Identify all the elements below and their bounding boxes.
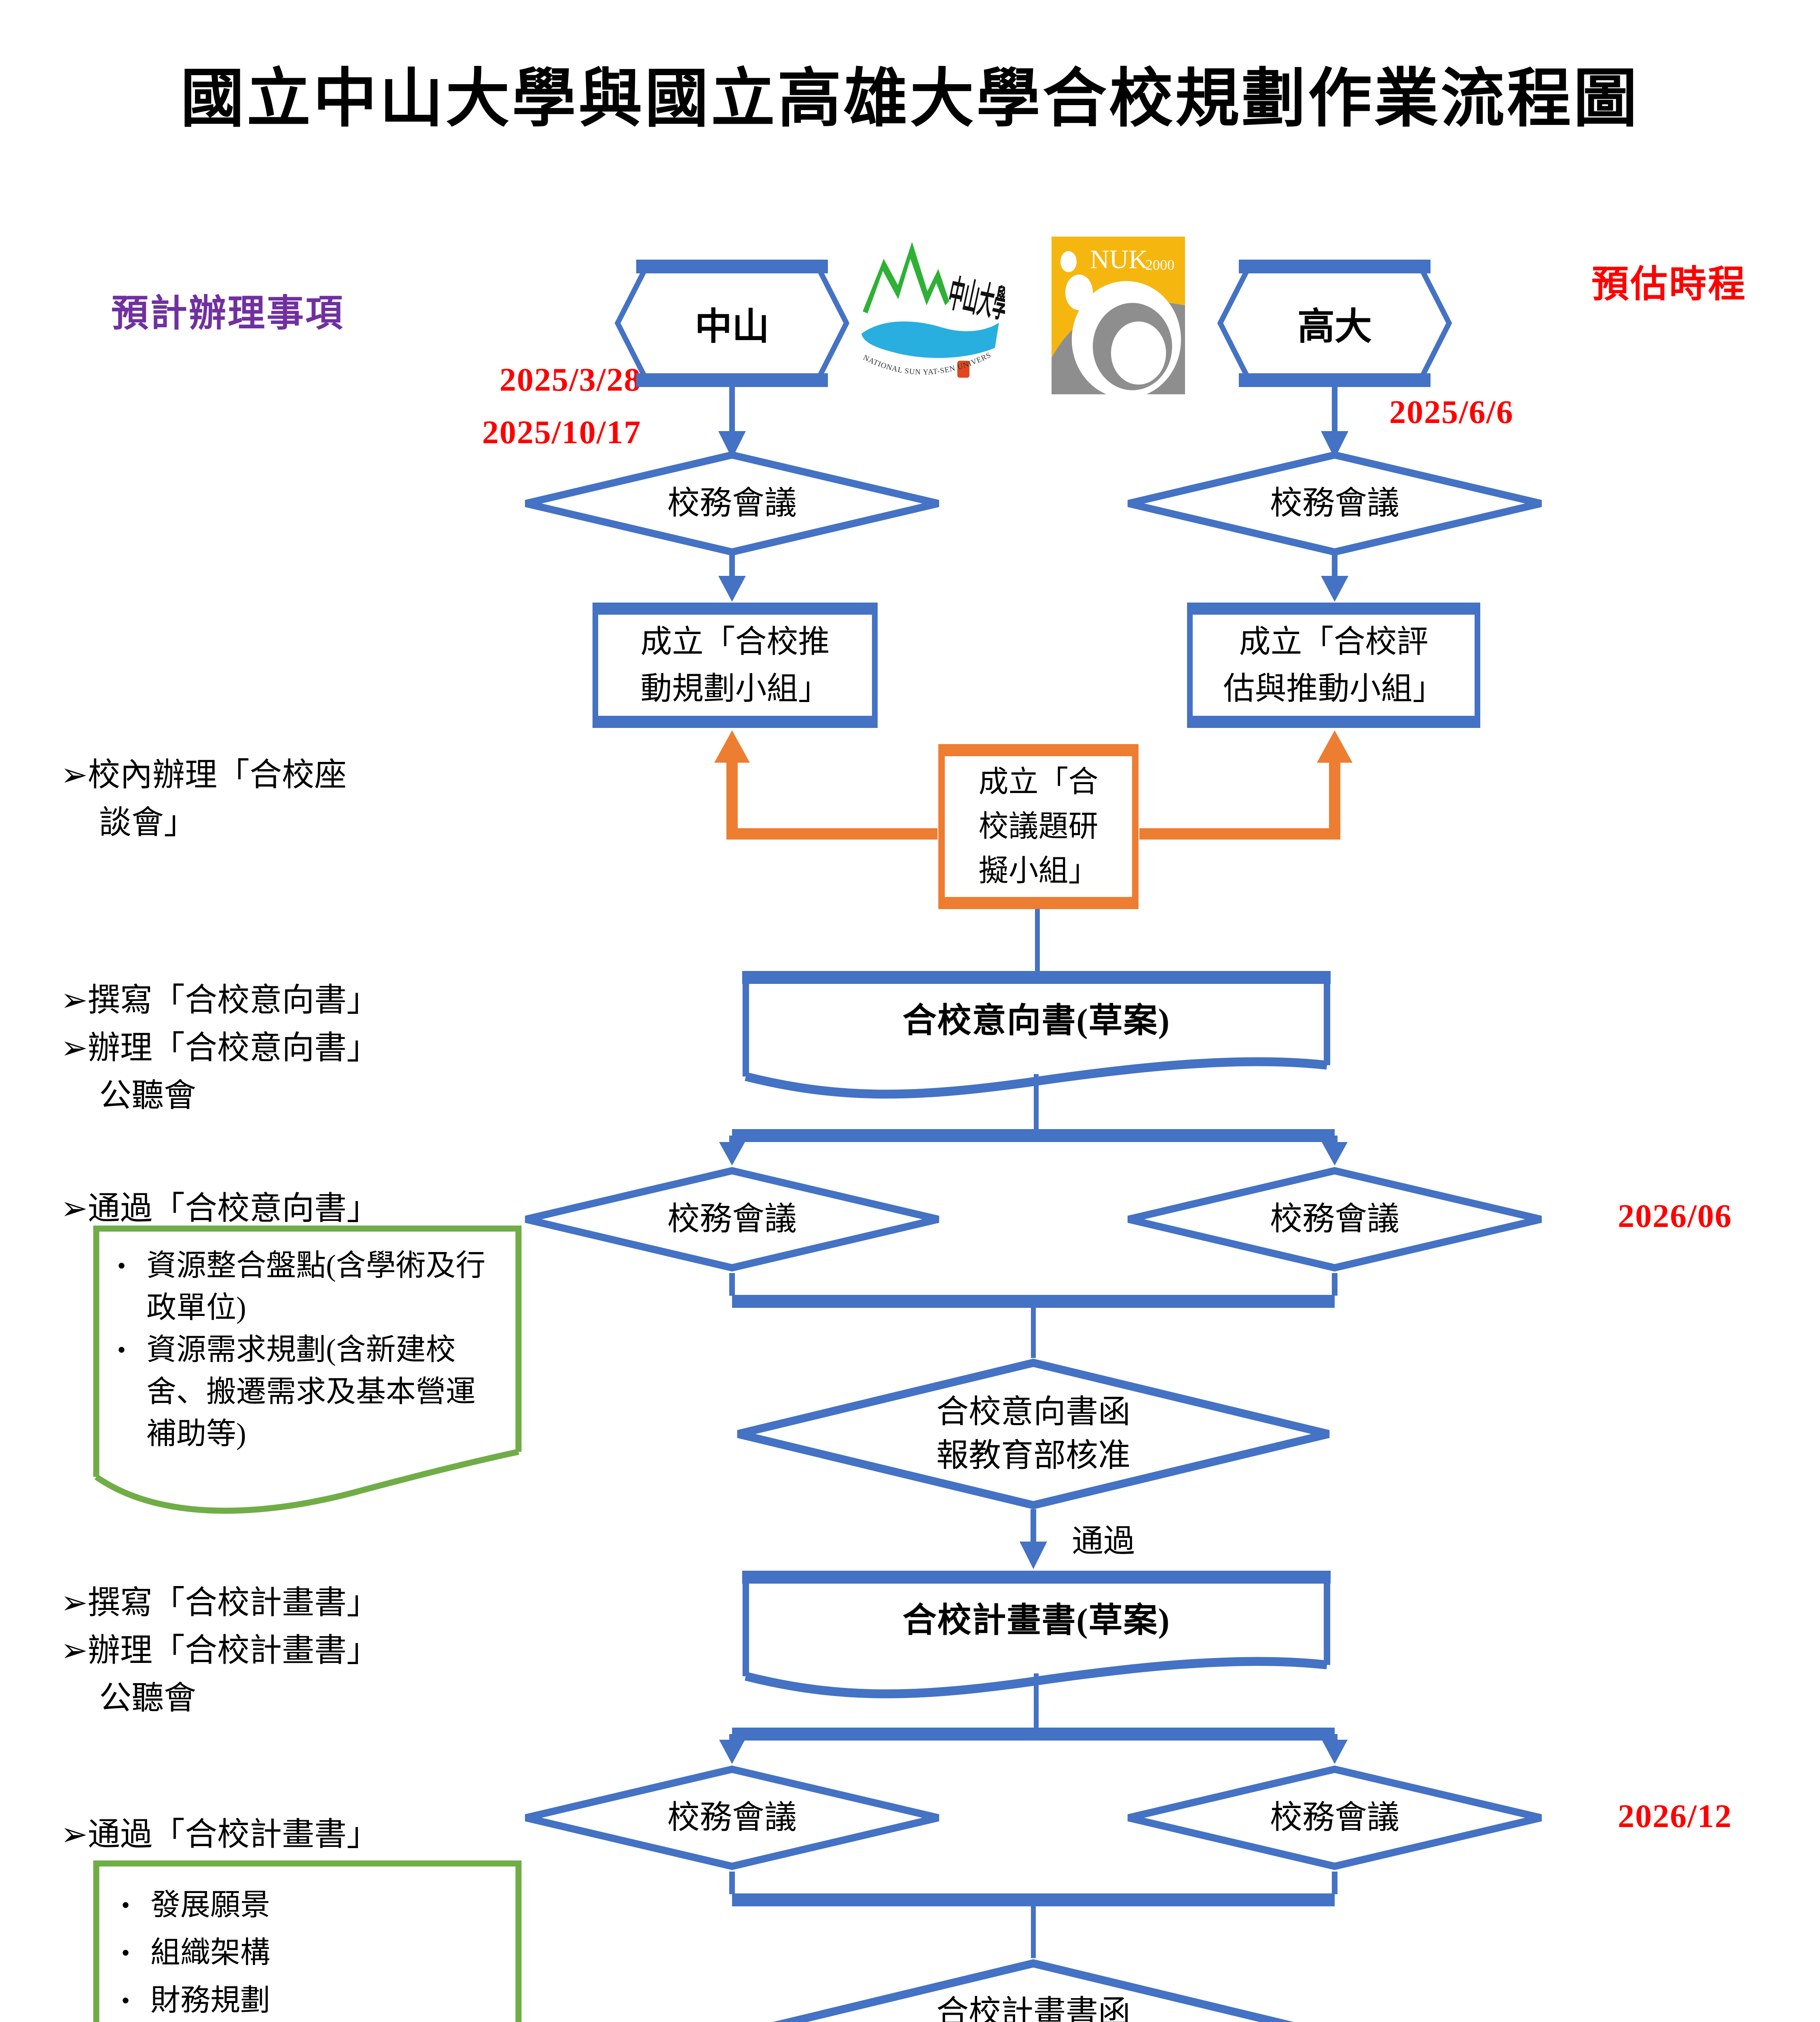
annotation-forum: ➢校內辦理「合校座 談會」 [61,751,347,847]
bullet-icon: • [117,1337,126,1363]
nuk-logo-dot-small [1060,251,1077,272]
diamond-council-nsysu-1: 校務會議 [522,451,942,556]
date-nuk: 2025/6/6 [1389,393,1514,430]
rect-nsysu-committee: 成立「合校推 動規劃小組」 [593,603,878,728]
green-list-2: •發展願景 •組織架構 •財務規劃 •員額配置 •空間規劃 •教職員生權益 •經… [121,1881,506,2022]
legend-estimated-schedule: 預估時程 [1591,264,1747,305]
rect-line: 成立「合校推 [640,624,830,659]
banner-label: 合校意向書(草案) [902,1002,1170,1040]
bullet-icon: • [121,1987,130,2014]
diamond-line: 報教育部核准 [936,1438,1130,1474]
banner-plan-draft: 合校計畫書(草案) [742,1570,1331,1704]
diamond-label: 校務會議 [667,1800,797,1836]
annotation-line: ➢撰寫「合校意向書」 [61,983,379,1018]
orange-arrow-issueteam-to-right-committee [1139,730,1352,840]
diamond-label: 校務會議 [667,486,797,521]
annotation-plan-pass: ➢通過「合校計畫書」 [61,1817,379,1853]
nsysu-logo-wave [861,321,999,358]
rect-line: 擬小組」 [978,854,1098,888]
diamond-line: 合校計畫書函 [936,1995,1130,2022]
rect-line: 估與推動小組」 [1223,671,1444,706]
nuk-logo-ring-inner [1111,321,1166,385]
nuk-logo: NUK 2000 [1052,237,1185,398]
arrow-review1-to-plan [1020,1509,1047,1569]
diamond-mou-moe-review: 合校意向書函 報教育部核准 [734,1359,1333,1509]
pass-label-1: 通過 [1072,1523,1135,1559]
bullet-icon: • [117,1252,126,1279]
merge-councils2-to-review1 [729,1273,1337,1358]
date-nsysu-2: 2025/10/17 [482,414,641,451]
diamond-label: 校務會議 [667,1201,797,1237]
green-box-mou-contents: •資源整合盤點(含學術及行政單位) •資源需求規劃(含新建校舍、搬遷需求及基本營… [93,1225,522,1525]
rect-line: 動規劃小組」 [640,671,830,706]
annotation-plan-tasks: ➢撰寫「合校計畫書」 ➢辦理「合校計畫書」 公聽會 [61,1579,379,1722]
diamond-council-nsysu-2: 校務會議 [522,1167,942,1272]
list-item: •發展願景 [121,1881,506,1929]
hexagon-nsysu: 中山 [613,260,851,387]
split-mou-to-councils [719,1074,1348,1165]
rect-line: 校議題研 [978,810,1098,843]
list-item: •財務規劃 [121,1977,506,2022]
annotation-line: ➢撰寫「合校計畫書」 [61,1585,379,1621]
diamond-line: 合校意向書函 [936,1394,1130,1430]
rect-nuk-committee: 成立「合校評 估與推動小組」 [1187,603,1480,728]
date-nsysu-1: 2025/3/28 [499,361,641,398]
arrow-nuk-to-council1 [1321,386,1348,459]
green-list-1: •資源整合盤點(含學術及行政單位) •資源需求規劃(含新建校舍、搬遷需求及基本營… [117,1245,502,1455]
annotation-line: ➢校內辦理「合校座 [61,757,347,793]
hexagon-nsysu-label: 中山 [694,306,769,347]
merge-councils3-to-review2 [729,1872,1337,1958]
diamond-council-nuk-2: 校務會議 [1124,1167,1545,1272]
arrow-council1-to-committee-right [1321,555,1348,602]
annotation-line: ➢辦理「合校意向書」 [61,1030,379,1066]
arrow-nsysu-to-council1 [718,386,746,459]
orange-arrow-issueteam-to-left-committee [714,730,938,840]
diamond-council-nuk-1: 校務會議 [1124,451,1545,556]
banner-mou-draft: 合校意向書(草案) [742,971,1331,1104]
hexagon-nuk-label: 高大 [1297,306,1372,347]
diamond-council-nuk-3: 校務會議 [1124,1765,1545,1870]
nuk-logo-text: NUK [1090,245,1148,274]
page-title: 國立中山大學與國立高雄大學合校規劃作業流程圖 [180,64,1640,135]
annotation-line: 談會」 [99,805,196,841]
diamond-label: 校務會議 [1270,1800,1399,1836]
rect-line: 成立「合 [978,766,1098,799]
list-item: •資源整合盤點(含學術及行政單位) [117,1245,502,1329]
annotation-line: 公聽會 [99,1681,196,1716]
rect-line: 成立「合校評 [1239,624,1428,659]
bullet-icon: • [121,1892,130,1918]
split-plan-to-councils [719,1673,1348,1764]
annotation-mou-pass: ➢通過「合校意向書」 [61,1191,379,1227]
annotation-mou-tasks: ➢撰寫「合校意向書」 ➢辦理「合校意向書」 公聽會 [61,977,379,1120]
annotation-line: ➢辦理「合校計畫書」 [61,1633,379,1669]
diamond-label: 校務會議 [1270,486,1399,521]
banner-label: 合校計畫書(草案) [902,1602,1170,1639]
bullet-icon: • [121,1940,130,1966]
nuk-logo-year: 2000 [1145,257,1175,273]
nsysu-logo-script: 中山大學 [945,273,1005,326]
green-box-plan-contents: •發展願景 •組織架構 •財務規劃 •員額配置 •空間規劃 •教職員生權益 •經… [93,1860,522,2022]
nsysu-logo: 中山大學 NATIONAL SUN YAT-SEN UNIVERSITY [853,224,1013,392]
annotation-line: 公聽會 [99,1078,196,1114]
rect-issue-team: 成立「合 校議題研 擬小組」 [938,744,1139,909]
nsysu-logo-mountain [863,242,949,313]
date-council-row3: 2026/12 [1618,1798,1732,1834]
hexagon-nuk: 高大 [1215,260,1454,387]
date-council-row2: 2026/06 [1618,1197,1732,1234]
diamond-plan-moe-review: 合校計畫書函 報教育部核定 [734,1959,1333,2022]
legend-planned-items: 預計辦理事項 [111,293,345,334]
nsysu-logo-seal [957,361,969,378]
diamond-label: 校務會議 [1270,1201,1399,1237]
arrow-council1-to-committee-left [718,555,746,602]
list-item: •組織架構 [121,1929,506,1977]
diamond-council-nsysu-3: 校務會議 [522,1765,942,1870]
list-item: •資源需求規劃(含新建校舍、搬遷需求及基本營運補助等) [117,1329,502,1455]
